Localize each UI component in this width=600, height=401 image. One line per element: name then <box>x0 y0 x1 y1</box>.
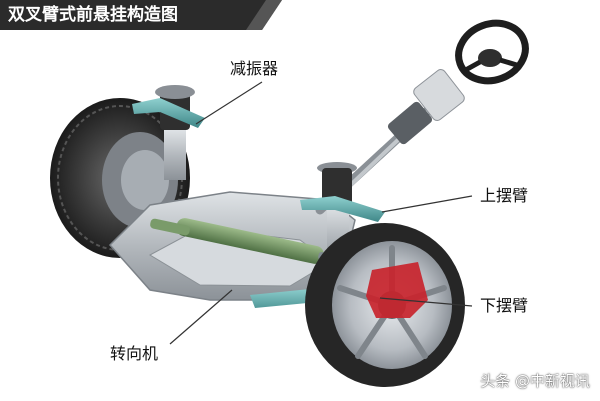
label-steering-gear: 转向机 <box>110 344 159 363</box>
label-shock-absorber: 减振器 <box>230 59 279 78</box>
right-upper-arm <box>300 196 385 222</box>
label-lower-arm: 下摆臂 <box>480 296 529 315</box>
watermark-platform: 头条 <box>480 372 511 390</box>
page-title: 双叉臂式前悬挂构造图 <box>8 5 178 25</box>
right-wheel <box>305 223 465 387</box>
label-upper-arm: 上摆臂 <box>480 186 529 205</box>
watermark-account: @中新视讯 <box>514 372 590 390</box>
brake-caliper <box>366 262 428 318</box>
title-banner-shape <box>0 0 282 30</box>
left-upper-arm <box>132 98 205 128</box>
steering-wheel <box>455 19 529 85</box>
watermark: 头条 @中新视讯 <box>480 370 590 391</box>
leader-lines <box>169 81 473 345</box>
title-banner: 双叉臂式前悬挂构造图 <box>0 0 282 30</box>
